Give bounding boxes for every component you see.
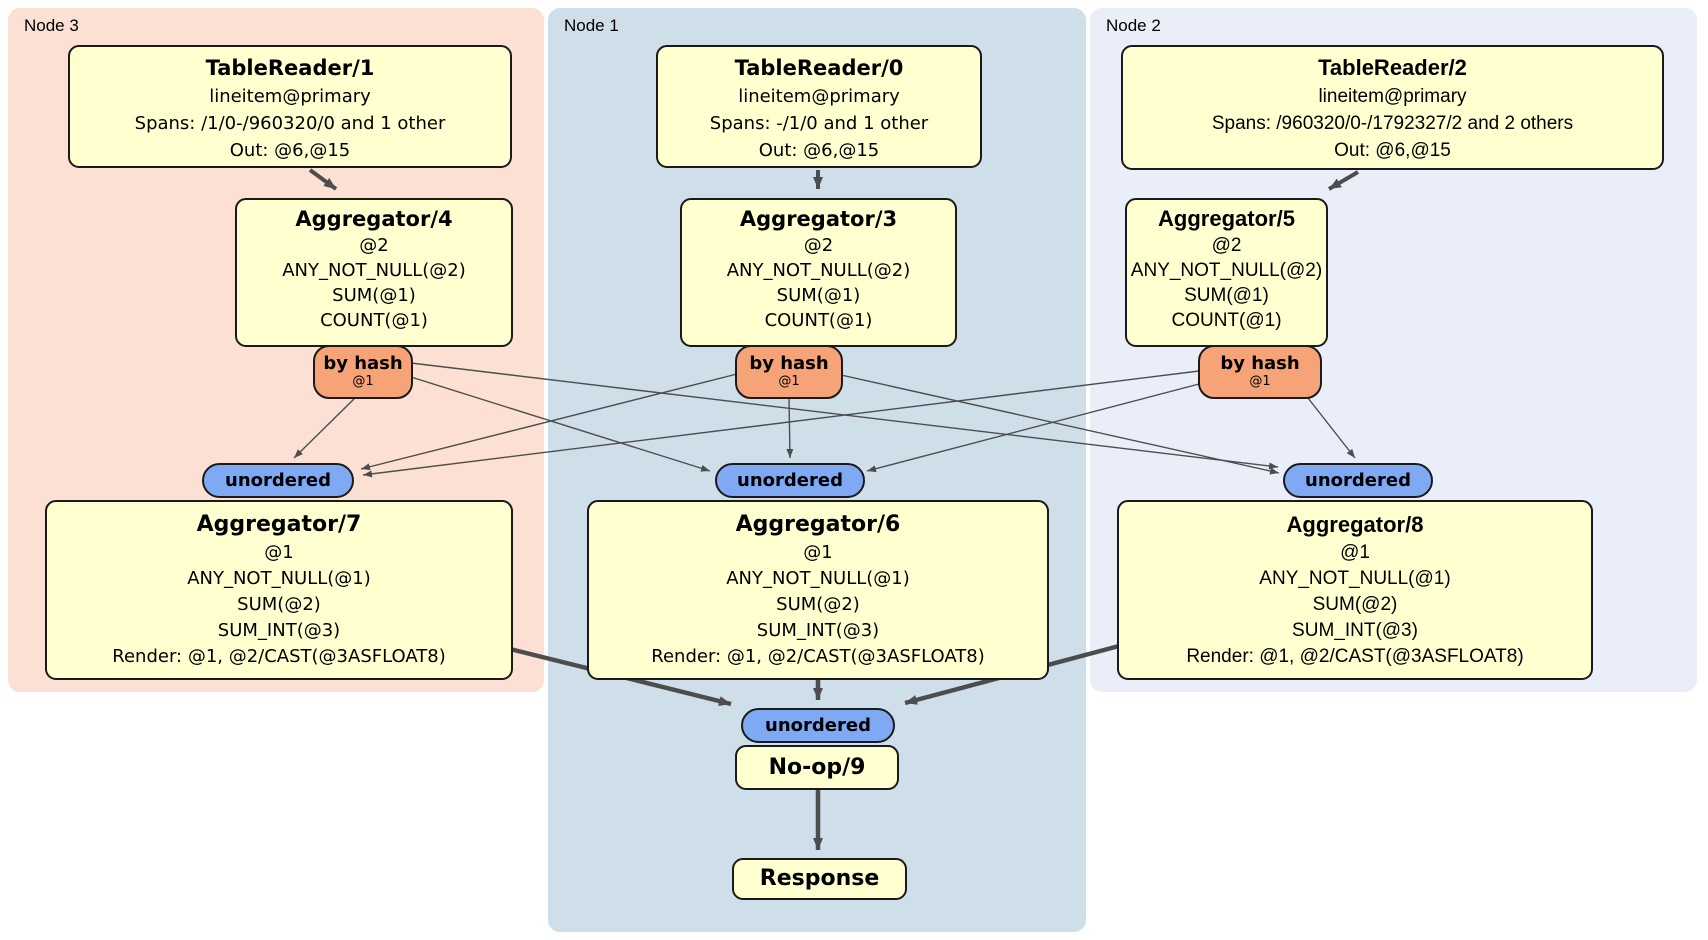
tablereader-2-node: TableReader/2 lineitem@primary Spans: /9… [1121, 45, 1664, 170]
node-spans: Spans: /960320/0-/1792327/2 and 2 others [1211, 113, 1574, 134]
agg-render-line: Render: @1, @2/CAST(@3ASFLOAT8) [651, 646, 985, 667]
node-title: Aggregator/8 [1286, 512, 1424, 537]
agg-line: SUM_INT(@3) [756, 620, 880, 641]
agg-line: ANY_NOT_NULL(@1) [1259, 568, 1451, 589]
agg-line: SUM(@1) [332, 285, 416, 306]
edge-byhash2-unordered3 [362, 370, 1200, 478]
router-label: by hash [1220, 353, 1300, 374]
noop-9-node: No-op/9 [735, 745, 899, 790]
aggregator-5-node: Aggregator/5 @2 ANY_NOT_NULL(@2) SUM(@1)… [1125, 198, 1328, 347]
agg-line: SUM(@1) [776, 285, 861, 306]
tablereader-1-node: TableReader/1 lineitem@primary Spans: /1… [68, 45, 512, 168]
edge-byhash2-unordered1 [866, 383, 1200, 473]
node-title: Response [759, 866, 880, 891]
region-node-1-label: Node 1 [564, 16, 619, 35]
node-title: TableReader/1 [205, 56, 375, 80]
agg-line: COUNT(@1) [764, 310, 873, 331]
aggregator-4-node: Aggregator/4 @2 ANY_NOT_NULL(@2) SUM(@1)… [235, 198, 513, 347]
agg-line: @2 [359, 235, 389, 256]
agg-line: @1 [803, 542, 833, 563]
router-key: @1 [1249, 374, 1271, 389]
node-spans: Spans: /1/0-/960320/0 and 1 other [134, 113, 446, 134]
edge-byhash1-unordered1 [786, 397, 794, 459]
router-label: by hash [749, 353, 829, 374]
agg-line: SUM_INT(@3) [217, 620, 341, 641]
edge-byhash1-unordered3 [360, 373, 738, 471]
agg-line: SUM(@2) [1312, 594, 1398, 615]
edge-tablereader1-aggregator4 [308, 168, 338, 191]
node-title: Aggregator/5 [1158, 206, 1295, 231]
agg-line: SUM(@2) [776, 594, 860, 615]
aggregator-3-node: Aggregator/3 @2 ANY_NOT_NULL(@2) SUM(@1)… [680, 198, 957, 347]
agg-line: @1 [1340, 542, 1370, 563]
unordered-stream-node2: unordered [1283, 463, 1433, 498]
agg-line: ANY_NOT_NULL(@2) [1130, 260, 1323, 281]
region-node-3-label: Node 3 [24, 16, 79, 35]
node-table: lineitem@primary [209, 86, 371, 107]
node-title: No-op/9 [768, 755, 866, 780]
router-key: @1 [778, 374, 800, 389]
byhash-router-node1: by hash @1 [735, 345, 843, 399]
node-out: Out: @6,@15 [1334, 140, 1451, 161]
agg-line: @1 [264, 542, 294, 563]
region-node-2-label: Node 2 [1106, 16, 1161, 35]
stream-label: unordered [225, 470, 331, 491]
agg-line: ANY_NOT_NULL(@1) [726, 568, 910, 589]
aggregator-6-node: Aggregator/6 @1 ANY_NOT_NULL(@1) SUM(@2)… [587, 500, 1049, 680]
edge-byhash3-unordered1 [410, 376, 711, 472]
byhash-router-node2: by hash @1 [1198, 345, 1322, 399]
node-title: Aggregator/6 [735, 512, 901, 537]
agg-line: ANY_NOT_NULL(@2) [726, 260, 911, 281]
edge-tablereader2-aggregator5 [1327, 170, 1360, 191]
node-table: lineitem@primary [1318, 86, 1467, 107]
stream-label: unordered [765, 715, 871, 736]
agg-line: ANY_NOT_NULL(@1) [187, 568, 371, 589]
node-out: Out: @6,@15 [758, 140, 880, 161]
agg-line: @2 [803, 235, 834, 256]
node-table: lineitem@primary [738, 86, 900, 107]
unordered-stream-final: unordered [741, 708, 895, 743]
aggregator-7-node: Aggregator/7 @1 ANY_NOT_NULL(@1) SUM(@2)… [45, 500, 513, 680]
agg-line: ANY_NOT_NULL(@2) [282, 260, 466, 281]
stream-label: unordered [737, 470, 843, 491]
edge-byhash2-unordered2 [1307, 397, 1356, 459]
edge-byhash3-unordered3 [293, 397, 356, 459]
node-title: Aggregator/4 [295, 207, 453, 231]
agg-line: COUNT(@1) [1171, 310, 1282, 331]
agg-line: @2 [1211, 235, 1242, 256]
agg-line: SUM(@1) [1184, 285, 1269, 306]
node-out: Out: @6,@15 [229, 140, 351, 161]
response-node: Response [732, 858, 907, 900]
unordered-stream-node1: unordered [715, 463, 865, 498]
node-title: TableReader/0 [734, 56, 904, 80]
router-key: @1 [352, 374, 374, 389]
aggregator-8-node: Aggregator/8 @1 ANY_NOT_NULL(@1) SUM(@2)… [1117, 500, 1593, 680]
unordered-stream-node3: unordered [202, 463, 354, 498]
router-label: by hash [323, 353, 403, 374]
node-spans: Spans: -/1/0 and 1 other [709, 113, 929, 134]
edge-byhash1-unordered2 [840, 374, 1280, 475]
agg-line: SUM_INT(@3) [1292, 620, 1418, 641]
tablereader-0-node: TableReader/0 lineitem@primary Spans: -/… [656, 45, 982, 168]
byhash-router-node3: by hash @1 [313, 345, 413, 399]
agg-line: COUNT(@1) [320, 310, 428, 331]
node-title: TableReader/2 [1318, 55, 1467, 80]
agg-line: SUM(@2) [237, 594, 321, 615]
node-title: Aggregator/3 [739, 207, 898, 231]
agg-render-line: Render: @1, @2/CAST(@3ASFLOAT8) [112, 646, 446, 667]
agg-render-line: Render: @1, @2/CAST(@3ASFLOAT8) [1186, 646, 1524, 667]
stream-label: unordered [1305, 470, 1411, 491]
node-title: Aggregator/7 [196, 512, 362, 537]
